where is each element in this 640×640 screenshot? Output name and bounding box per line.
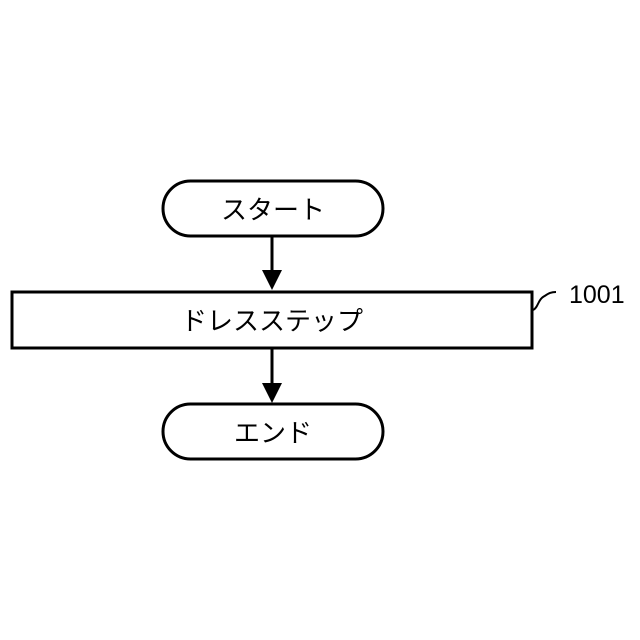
arrowhead-start-to-step: [262, 270, 282, 290]
end-node: エンド: [163, 404, 383, 459]
reference-number: 1001: [569, 281, 625, 309]
process-step-node: ドレスステップ: [12, 292, 532, 348]
process-step-label: ドレスステップ: [181, 307, 363, 337]
end-node-label: エンド: [234, 419, 312, 449]
start-node-label: スタート: [221, 196, 325, 226]
start-node: スタート: [163, 181, 383, 236]
reference-leader-line: [533, 292, 556, 310]
arrowhead-step-to-end: [262, 383, 282, 403]
